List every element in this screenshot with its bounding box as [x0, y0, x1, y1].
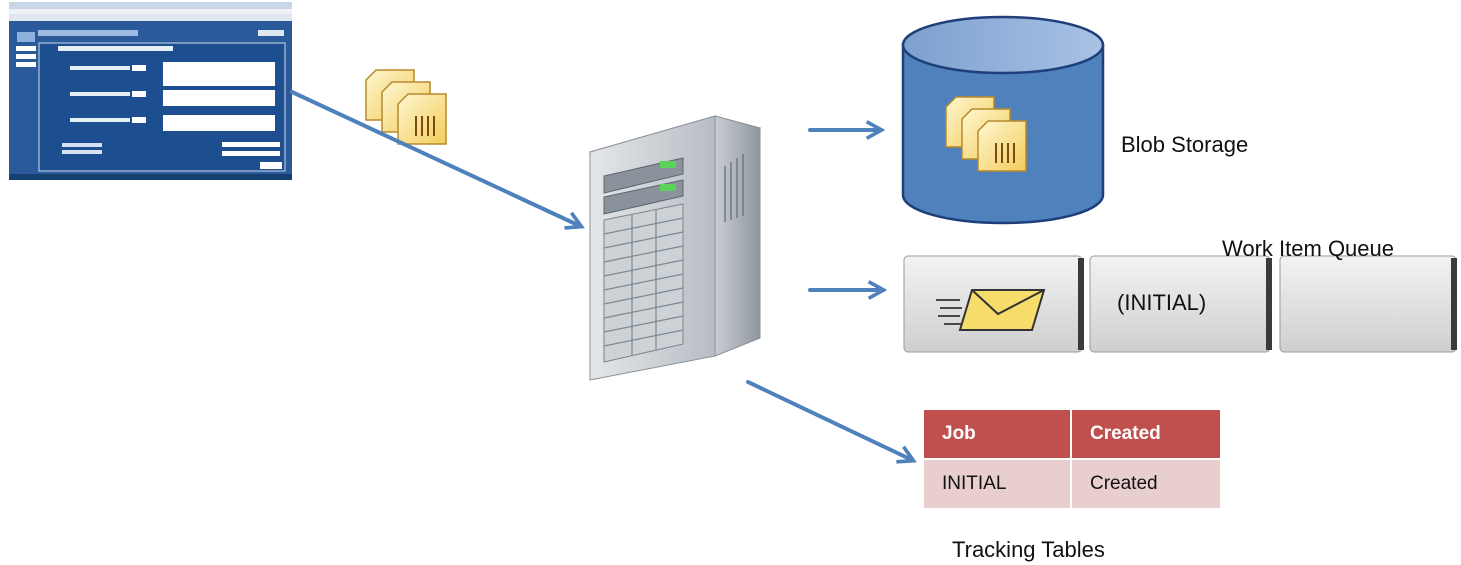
- blob-storage-label: Blob Storage: [1121, 132, 1249, 157]
- work-item-queue: [903, 255, 1457, 353]
- queue-slot-3: [1279, 255, 1457, 353]
- arrow-form-to-server: [290, 90, 580, 226]
- header-created: Created: [1070, 408, 1222, 460]
- header-job: Job: [922, 408, 1072, 460]
- cell-job: INITIAL: [922, 458, 1072, 510]
- web-form-screenshot: [9, 2, 292, 180]
- tracking-table: Job Created INITIAL Created: [922, 408, 1222, 510]
- cell-created: Created: [1070, 458, 1222, 510]
- server-icon: [588, 115, 762, 381]
- queue-slot-text: (INITIAL): [1117, 290, 1207, 315]
- arrow-server-to-tables: [746, 380, 912, 460]
- database-cylinder-icon: [901, 15, 1105, 225]
- work-item-queue-label: Work Item Queue: [1222, 236, 1394, 261]
- table-header-row: Job Created: [922, 408, 1222, 460]
- tracking-tables-label: Tracking Tables: [952, 537, 1105, 562]
- table-row: INITIAL Created: [922, 458, 1222, 510]
- envelope-icon: [936, 289, 1046, 331]
- queue-slot-2: [1089, 255, 1272, 353]
